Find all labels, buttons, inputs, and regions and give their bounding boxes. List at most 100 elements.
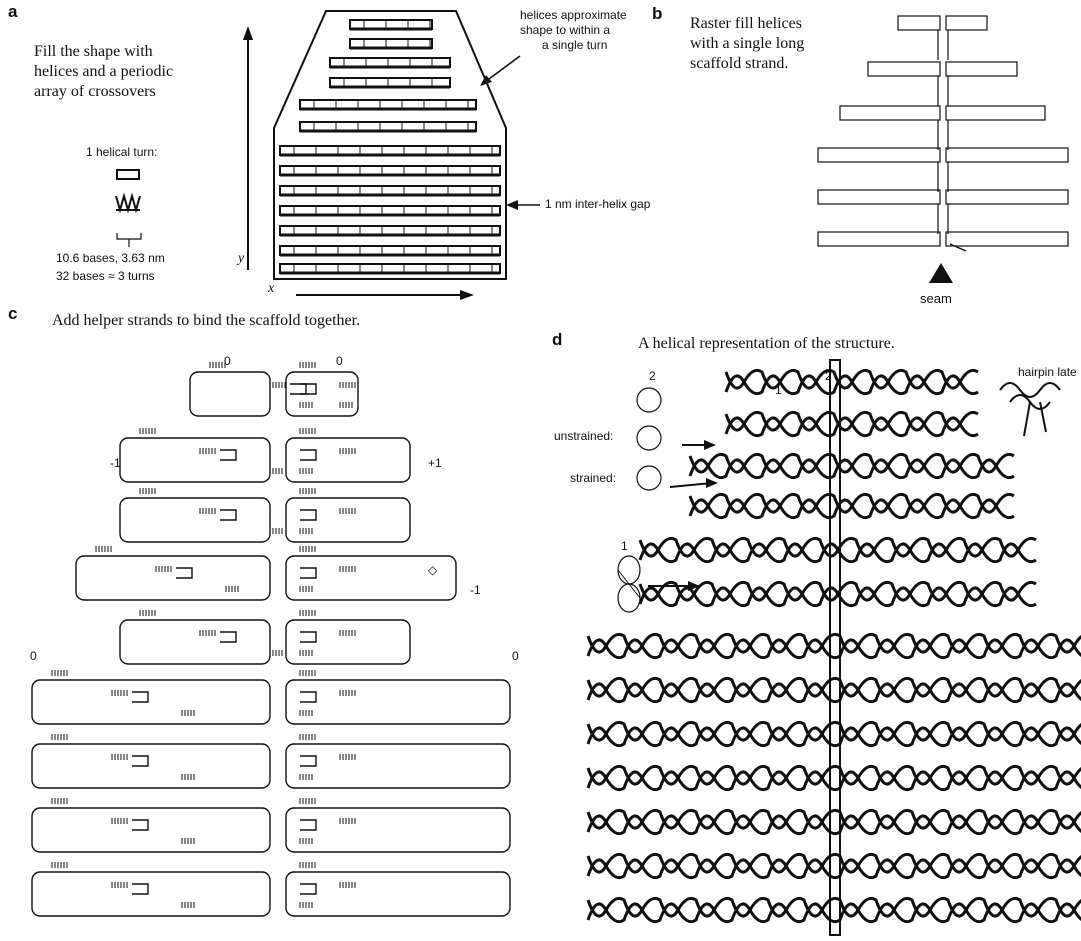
panel-b-text-line3: scaffold strand. bbox=[690, 55, 789, 72]
raster-right-4 bbox=[945, 189, 1069, 205]
helper-hook bbox=[300, 755, 317, 767]
helix-strand-b bbox=[688, 458, 1015, 480]
scaffold-loop bbox=[119, 437, 271, 483]
gap-pointer-head bbox=[506, 200, 518, 210]
scaffold-loop bbox=[189, 371, 271, 417]
y-arrow-head bbox=[243, 26, 253, 40]
diamond-mark: ◇ bbox=[428, 563, 438, 577]
raster-right-1 bbox=[945, 61, 1018, 77]
raster-left-1 bbox=[867, 61, 941, 77]
seam-pointer bbox=[949, 243, 967, 252]
strained-arrow bbox=[669, 482, 713, 488]
scaffold-loop bbox=[285, 871, 511, 917]
scaffold-loop bbox=[119, 619, 271, 665]
helix-strand-b bbox=[724, 374, 979, 396]
unstrained-label: unstrained: bbox=[554, 429, 614, 443]
x-arrow-head bbox=[460, 290, 474, 300]
panel-a-text-line2: helices and a periodic bbox=[34, 63, 174, 80]
helper-hook bbox=[220, 631, 237, 643]
approx-label-1: helices approximate bbox=[520, 8, 627, 22]
helper-hook bbox=[300, 509, 317, 521]
helper-hook bbox=[132, 819, 149, 831]
label-2-center: 2 bbox=[825, 369, 832, 383]
panel-c-label-0-left: 0 bbox=[224, 354, 231, 368]
scaffold-loop bbox=[285, 807, 511, 853]
helper-hook bbox=[300, 449, 317, 461]
scaffold-loop bbox=[285, 497, 411, 543]
helper-hook bbox=[300, 691, 317, 703]
helical-representation bbox=[586, 359, 1081, 936]
panel-c-label-0-mid-left: 0 bbox=[30, 649, 37, 663]
scaffold-loop bbox=[285, 619, 411, 665]
seam-marker-icon bbox=[929, 263, 953, 283]
panel-b-text-line1: Raster fill helices bbox=[690, 15, 802, 32]
helper-strand-diagram: ◇ bbox=[31, 362, 511, 917]
panel-a-text-line3: array of crossovers bbox=[34, 83, 156, 100]
panel-c-label-0-mid-right: 0 bbox=[512, 649, 519, 663]
raster-left-3 bbox=[817, 147, 941, 163]
helical-turn-label: 1 helical turn: bbox=[86, 145, 158, 159]
panel-c-title: Add helper strands to bind the scaffold … bbox=[52, 312, 361, 329]
seam-label: seam bbox=[920, 291, 952, 306]
hairpin-icon bbox=[999, 382, 1061, 437]
raster-fill-diagram bbox=[817, 15, 1069, 247]
target-shape-outline bbox=[273, 10, 507, 280]
raster-right-2 bbox=[945, 105, 1046, 121]
helper-hook bbox=[132, 691, 149, 703]
panel-a-text-line1: Fill the shape with bbox=[34, 43, 153, 60]
approx-pointer-head bbox=[480, 75, 492, 86]
scaffold-loop bbox=[285, 437, 411, 483]
scaffold-loop bbox=[285, 679, 511, 725]
panel-d-letter: d bbox=[552, 330, 563, 349]
raster-left-2 bbox=[839, 105, 941, 121]
panel-b-text-line2: with a single long bbox=[690, 35, 805, 52]
helper-hook bbox=[176, 567, 193, 579]
strained-circle bbox=[636, 465, 662, 491]
unstrained-circle-2 bbox=[636, 425, 662, 451]
twist-line bbox=[617, 569, 641, 599]
scaffold-loop bbox=[75, 555, 271, 601]
raster-left-0 bbox=[897, 15, 941, 31]
label-1-center: 1 bbox=[775, 383, 782, 397]
strained-arrow-head bbox=[706, 478, 718, 488]
scaffold-loop bbox=[31, 871, 271, 917]
raster-right-0 bbox=[945, 15, 988, 31]
helper-hook bbox=[300, 883, 317, 895]
hairpin-label: hairpin late bbox=[1018, 365, 1077, 379]
unstrained-arrow-head bbox=[704, 440, 716, 450]
helix-strand-b bbox=[688, 498, 1015, 520]
helix-zigzag-icon bbox=[115, 192, 141, 214]
panel-b-letter: b bbox=[652, 4, 663, 23]
scaffold-loop bbox=[31, 807, 271, 853]
helper-hook bbox=[220, 449, 237, 461]
approx-label-2: shape to within a bbox=[520, 23, 611, 37]
label-2-left: 2 bbox=[649, 369, 656, 383]
helper-hook bbox=[300, 631, 317, 643]
helper-hook bbox=[300, 383, 317, 395]
helper-hook bbox=[300, 567, 317, 579]
twist-circle-2 bbox=[617, 583, 641, 613]
scaffold-loop bbox=[31, 743, 271, 789]
helix-strand-b bbox=[724, 416, 979, 438]
panel-c-label-0-right: 0 bbox=[336, 354, 343, 368]
inter-helix-gap-label: 1 nm inter-helix gap bbox=[545, 197, 651, 211]
helix-strand-b bbox=[638, 586, 1037, 608]
helper-hook bbox=[300, 819, 317, 831]
scaffold-loop bbox=[31, 679, 271, 725]
panel-a-letter: a bbox=[8, 2, 18, 21]
scaffold-loop bbox=[285, 555, 457, 601]
approx-pointer-arrow bbox=[484, 55, 521, 83]
strained-label: strained: bbox=[570, 471, 617, 485]
twist-circle-1 bbox=[617, 555, 641, 585]
helper-hook bbox=[290, 383, 307, 395]
center-seam bbox=[829, 359, 841, 936]
panel-c-label-plus1-right: +1 bbox=[428, 456, 442, 470]
bases-label-2: 32 bases ≈ 3 turns bbox=[56, 269, 155, 283]
x-axis-label: x bbox=[268, 281, 275, 296]
panel-d-title: A helical representation of the structur… bbox=[638, 335, 895, 352]
helix-rows-a bbox=[279, 19, 501, 275]
scaffold-loop bbox=[285, 371, 359, 417]
bracket-icon bbox=[116, 233, 142, 247]
helical-turn-icon bbox=[116, 169, 140, 180]
